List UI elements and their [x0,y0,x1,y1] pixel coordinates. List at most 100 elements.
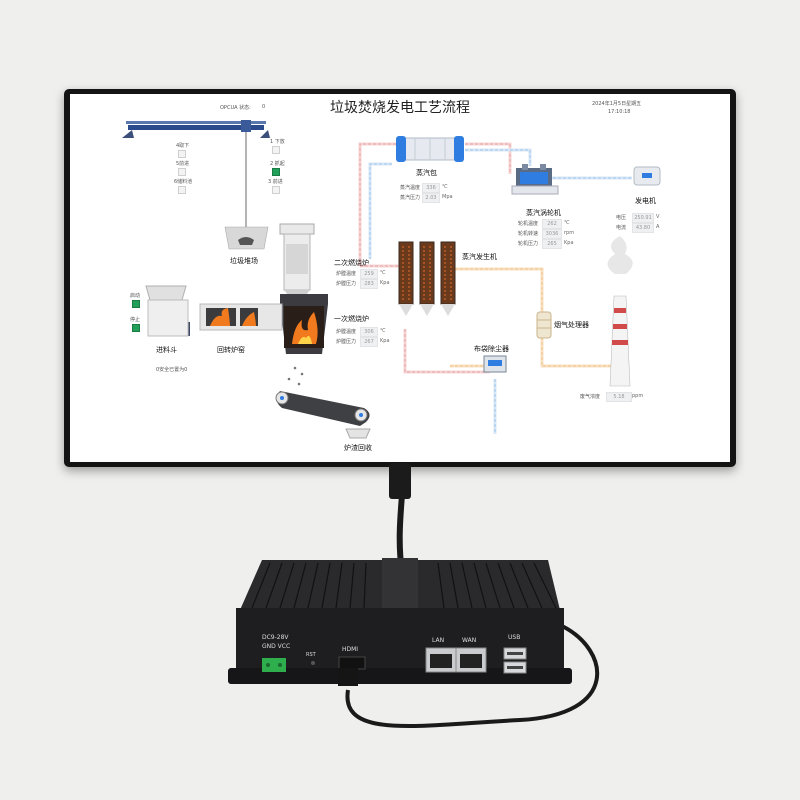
steam-turbine-icon [511,164,559,195]
wan-label: WAN [462,637,477,644]
turbine-temp-label: 轮机温度 [518,221,539,227]
stop-button[interactable] [132,324,140,332]
crane-btn-2[interactable] [272,168,280,176]
turbine-speed-label: 轮机转速 [518,231,539,237]
primary-pressure-label: 炉膛压力 [336,339,357,345]
label-steam-generator: 蒸汽发生机 [462,253,497,261]
steam-drum-icon [396,136,464,162]
hmi-title: 垃圾焚烧发电工艺流程 [330,100,470,116]
monitor-stand-connector [389,463,411,499]
start-label: 启动 [130,293,141,299]
label-rotary-kiln: 回转炉窑 [217,346,245,354]
steam-pressure-unit: Mpa [442,194,453,200]
crane-btn-label-3: 3 前进 [268,179,283,185]
secondary-pressure-unit: Kpa [380,280,390,286]
crane-btn-label-4: 4取下 [176,143,190,149]
exhaust-unit: ppm [632,393,644,399]
crane-btn-label-6: 6储料池 [174,179,193,185]
opcua-status-value: 0 [262,104,266,110]
label-feed-hopper: 进料斗 [156,346,177,354]
hmi-screen: 垃圾焚烧发电工艺流程 OPCUA 状态: 0 2024年1月5日星期五 17:1… [70,94,730,462]
primary-temp-value: 306 [360,327,378,337]
top-label-plate [382,558,418,608]
turbine-pressure-unit: Kpa [564,240,574,246]
crane-btn-label-1: 1 下放 [270,139,285,145]
secondary-temp-label: 炉膛温度 [336,271,357,277]
start-button[interactable] [132,300,140,308]
crane-rail-top [126,121,266,124]
date-display: 2024年1月5日星期五 [592,101,642,107]
primary-pressure-value: 267 [360,337,378,347]
steam-pipes [358,142,512,374]
label-steam-turbine: 蒸汽涡轮机 [526,209,561,217]
stop-label: 停止 [130,317,141,323]
crane-trolley [241,120,251,132]
primary-pressure-unit: Kpa [380,338,390,344]
secondary-pressure-label: 炉膛压力 [336,281,357,287]
generator-current-unit: A [656,224,660,230]
crane-btn-4[interactable] [178,150,186,158]
power-label: DC9-28V [262,634,289,641]
label-steam-drum: 蒸汽包 [416,169,437,177]
opcua-status-label: OPCUA 状态: [220,105,251,111]
crane-left-foot [122,130,134,138]
generator-current-label: 电流 [616,225,627,231]
power-terminal [262,658,286,672]
exhaust-label: 废气浓度 [580,394,601,400]
slag-conveyor-icon [275,391,371,439]
generator-voltage-value: 250.91 [632,213,654,223]
crane-btn-3[interactable] [272,186,280,194]
label-garbage-pit: 垃圾堆场 [230,257,258,265]
chimney-icon [607,236,633,387]
steam-pressure-value: 2.03 [422,193,440,203]
water-pipes [368,148,632,434]
crane-right-foot [260,130,270,138]
reset-button [311,661,315,665]
turbine-speed-unit: rpm [564,230,575,236]
crane-rail [128,125,264,130]
generator-voltage-label: 电压 [616,215,627,221]
generator-voltage-unit: V [656,214,660,220]
secondary-temp-unit: ℃ [380,270,386,276]
bag-filter-icon [483,355,507,373]
rst-label: RST [306,652,316,658]
label-secondary-furnace: 二次燃烧炉 [334,259,369,267]
crane-btn-label-5: 5前进 [176,161,190,167]
time-display: 17:10:18 [608,109,631,115]
steam-pressure-label: 蒸汽压力 [400,195,421,201]
label-primary-furnace: 一次燃烧炉 [334,315,369,323]
turbine-temp-value: 262 [542,219,562,229]
flue-gas-icon [536,311,552,339]
process-diagram [122,120,661,439]
steam-temp-value: 336 [422,183,440,193]
steam-temp-unit: ℃ [442,184,448,190]
feed-hopper-icon [145,285,189,337]
crane-btn-6[interactable] [178,186,186,194]
label-bag-filter: 布袋除尘器 [474,345,509,353]
label-generator: 发电机 [635,197,656,205]
generator-current-value: 43.80 [632,223,654,233]
power-pins-label: GND VCC [262,643,291,650]
turbine-temp-unit: ℃ [564,220,570,226]
turbine-pressure-label: 轮机压力 [518,241,539,247]
turbine-pressure-value: 265 [542,239,562,249]
generator-icon [633,166,661,186]
safety-label: 0安全已置为0 [156,367,188,373]
steam-generator-icon [398,241,456,316]
hdmi-label: HDMI [342,646,359,653]
primary-temp-unit: ℃ [380,328,386,334]
crane-btn-5[interactable] [178,168,186,176]
primary-temp-label: 炉膛温度 [336,329,357,335]
crane-btn-1[interactable] [272,146,280,154]
crane-btn-label-2: 2 抓起 [270,161,285,167]
secondary-pressure-value: 283 [360,279,378,289]
primary-furnace-icon [280,294,328,386]
grab-bucket-icon [238,237,254,245]
usb-label: USB [508,634,521,641]
label-slag: 炉渣回收 [344,444,372,452]
turbine-speed-value: 3036 [542,229,562,239]
secondary-temp-value: 259 [360,269,378,279]
label-flue-gas: 烟气处理器 [554,321,589,329]
